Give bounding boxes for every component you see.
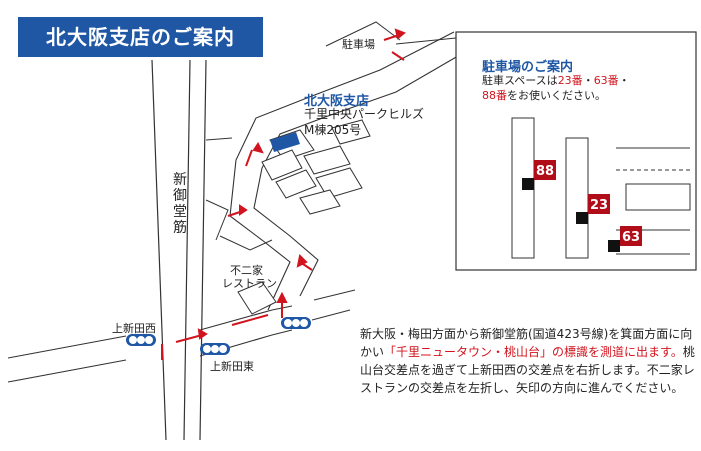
parking-panel-text: 駐車スペースは23番・63番・88番をお使いください。	[482, 74, 630, 102]
main-road-edge	[183, 59, 191, 441]
parking-spot-63: 63	[608, 226, 642, 252]
directions-text: 新大阪・梅田方面から新御堂筋(国道423号線)を箕面方面に向かい「千里ニュータウ…	[360, 327, 695, 395]
parking-road	[325, 21, 401, 47]
store-building	[270, 132, 300, 152]
traffic-signal	[200, 343, 230, 355]
access-road	[229, 31, 455, 311]
parking-spot-23: 23	[576, 194, 610, 224]
side-road	[219, 235, 273, 251]
cross-road	[199, 305, 293, 331]
parking-spot-88: 88	[522, 160, 556, 190]
svg-text:88: 88	[536, 164, 554, 179]
svg-text:63: 63	[622, 230, 640, 245]
traffic-signal	[126, 334, 156, 346]
cross-road	[7, 335, 127, 359]
main-road-edge	[151, 59, 167, 441]
parking-lot-lines	[511, 117, 691, 259]
parking-panel-title: 駐車場のご案内	[482, 60, 574, 75]
leader-line	[395, 37, 457, 45]
svg-text:23: 23	[590, 198, 608, 213]
cross-road	[313, 289, 356, 301]
traffic-signal	[281, 317, 311, 329]
side-road	[205, 199, 229, 241]
building-cluster	[261, 119, 371, 215]
address-line: M棟205号	[304, 123, 362, 137]
cross-road	[311, 309, 351, 321]
address-line: 千里中央パークヒルズ	[304, 107, 425, 121]
page-title: 北大阪支店のご案内	[18, 17, 263, 57]
store-name: 北大阪支店	[304, 94, 370, 109]
store-address: 千里中央パークヒルズ M棟205号	[304, 106, 424, 138]
main-road-edge	[199, 59, 207, 441]
restaurant-label: レストラン	[222, 277, 277, 290]
side-road	[205, 137, 233, 141]
access-road	[253, 55, 459, 297]
signal-label: 上新田西	[112, 322, 156, 335]
road-label: 新御堂筋	[173, 172, 187, 236]
restaurant-label: 不二家	[230, 264, 263, 277]
route-arrows	[161, 28, 406, 360]
restaurant-building	[237, 281, 277, 315]
cross-road	[7, 359, 127, 383]
signal-label: 上新田東	[210, 360, 254, 373]
parking-label: 駐車場	[342, 38, 375, 51]
